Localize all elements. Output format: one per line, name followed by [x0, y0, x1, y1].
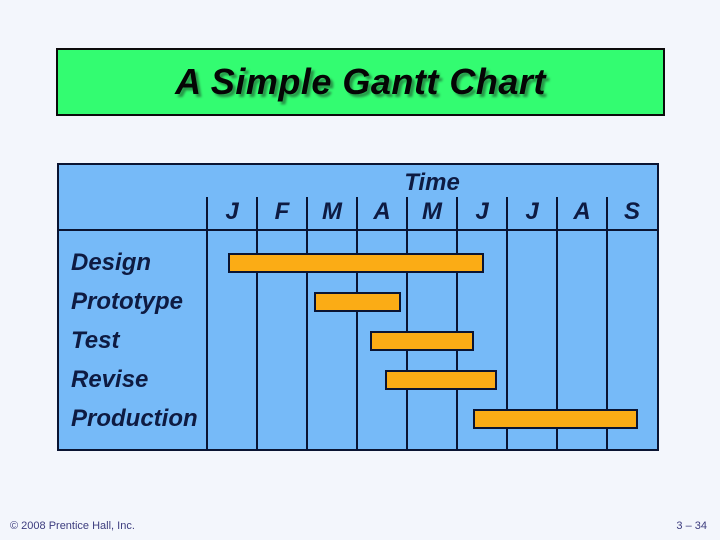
month-label: A: [573, 198, 591, 225]
month-gridline: [456, 197, 458, 449]
month-gridline: [406, 197, 408, 449]
month-gridline: [506, 197, 508, 449]
header-divider-line: [59, 229, 657, 231]
title-banner: A Simple Gantt Chart: [56, 48, 665, 116]
task-label: Revise: [71, 366, 149, 393]
month-gridline: [556, 197, 558, 449]
month-label: M: [322, 198, 342, 225]
month-label: S: [623, 198, 640, 225]
task-label: Design: [71, 249, 152, 276]
month-label: J: [225, 198, 239, 225]
gantt-bar: [384, 370, 497, 390]
gantt-bar: [472, 409, 638, 429]
month-gridline: [256, 197, 258, 449]
month-gridline: [306, 197, 308, 449]
month-gridline: [356, 197, 358, 449]
copyright-text: © 2008 Prentice Hall, Inc.: [10, 520, 135, 532]
slide-title: A Simple Gantt Chart: [175, 61, 546, 102]
task-label: Production: [71, 405, 198, 432]
month-label: A: [373, 198, 391, 225]
task-label: Test: [71, 327, 120, 354]
month-label: F: [274, 198, 290, 225]
label-column-divider: [206, 197, 208, 449]
gantt-bar: [228, 253, 484, 273]
month-label: J: [475, 198, 489, 225]
month-gridline: [606, 197, 608, 449]
task-label: Prototype: [71, 288, 184, 315]
month-label: J: [525, 198, 539, 225]
month-label: M: [422, 198, 442, 225]
page-number: 3 – 34: [676, 520, 707, 532]
time-axis-title: Time: [404, 169, 460, 196]
gantt-bar: [369, 331, 474, 351]
gantt-bar: [314, 292, 401, 312]
